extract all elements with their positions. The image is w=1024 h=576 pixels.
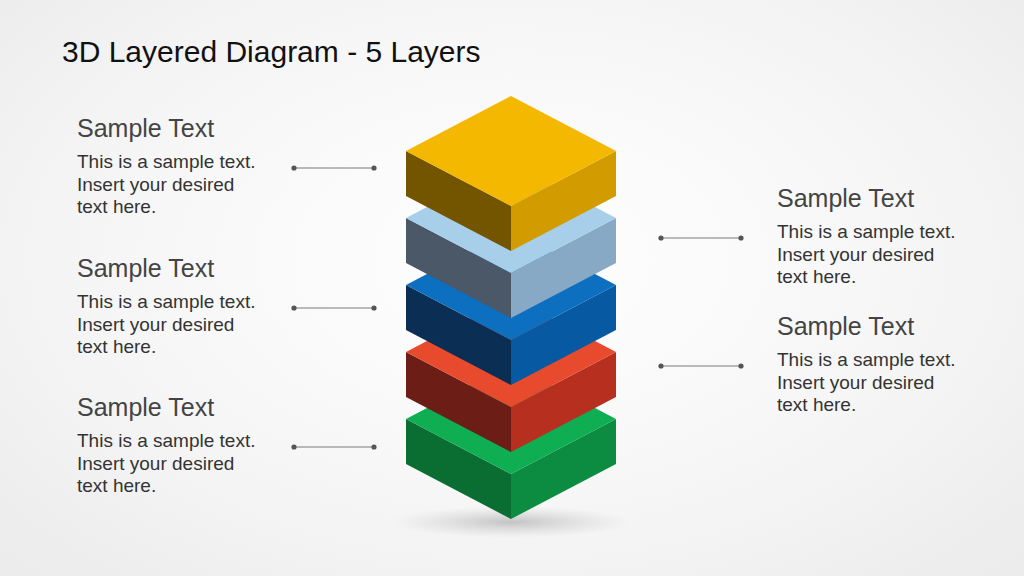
callout-heading: Sample Text — [77, 392, 214, 422]
leader-line — [294, 446, 374, 447]
callout-body: This is a sample text. Insert your desir… — [77, 430, 263, 498]
leader-line — [294, 307, 374, 308]
leader-dot — [738, 363, 743, 368]
callout-heading: Sample Text — [777, 311, 914, 341]
callout-body: This is a sample text. Insert your desir… — [77, 151, 263, 219]
leader-dot — [658, 363, 663, 368]
leader-line — [661, 365, 741, 366]
slide-title: 3D Layered Diagram - 5 Layers — [62, 34, 481, 70]
leader-dot — [371, 444, 376, 449]
leader-line — [294, 167, 374, 168]
leader-dot — [291, 165, 296, 170]
leader-dot — [371, 165, 376, 170]
leader-dot — [291, 444, 296, 449]
leader-lines — [291, 165, 743, 449]
callout-body: This is a sample text. Insert your desir… — [777, 349, 963, 417]
leader-dot — [658, 235, 663, 240]
callout-body: This is a sample text. Insert your desir… — [77, 291, 263, 359]
leader-dot — [738, 235, 743, 240]
callout-heading: Sample Text — [77, 253, 214, 283]
callout-heading: Sample Text — [777, 183, 914, 213]
leader-dot — [371, 305, 376, 310]
leader-dot — [291, 305, 296, 310]
callout-body: This is a sample text. Insert your desir… — [777, 221, 963, 289]
callout-heading: Sample Text — [77, 113, 214, 143]
leader-line — [661, 237, 741, 238]
yellow-layer — [406, 96, 616, 251]
layer-top-face — [406, 96, 616, 206]
